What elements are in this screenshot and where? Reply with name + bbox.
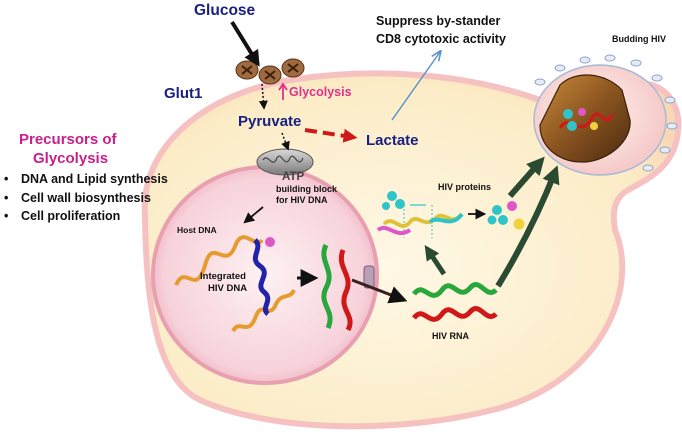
integrated-hiv-dna <box>252 238 271 316</box>
mitochondrion <box>256 148 314 176</box>
precursors-list-item: Cell wall biosynthesis <box>4 191 171 207</box>
suppress-label-line1: Suppress by-stander <box>376 14 500 28</box>
glucose-label: Glucose <box>194 2 256 19</box>
lactate-to-suppress-arrow <box>391 52 440 121</box>
glycolysis-up-arrow-head <box>278 82 288 91</box>
host-dna-marker <box>265 237 275 247</box>
hiv-rna-label: HIV RNA <box>432 331 470 341</box>
pyruvate-to-mito-arrow <box>281 132 290 151</box>
atp-to-hiv-dna-arrow <box>243 206 264 224</box>
budding-hiv-label: Budding HIV <box>612 34 666 44</box>
lactate-label: Lactate <box>366 132 419 149</box>
budding-virion <box>533 54 678 176</box>
rna-to-virion-arrow <box>495 165 560 288</box>
nuclear-rna-green <box>321 243 333 330</box>
pyruvate-label: Pyruvate <box>238 113 301 130</box>
precursors-title-line2: Glycolysis <box>33 150 109 167</box>
glucose-arrow <box>230 20 260 67</box>
glycolysis-label: Glycolysis <box>289 85 352 99</box>
pyruvate-to-lactate-arrow <box>304 128 358 143</box>
host-dna-strand-upper <box>174 235 264 286</box>
hiv-rna-green <box>411 282 498 298</box>
hiv-protein-chains <box>376 191 464 238</box>
rna-to-proteins-arrow <box>424 245 447 276</box>
rna-export-arrow <box>351 278 408 304</box>
precursors-title-line1: Precursors of <box>19 131 117 148</box>
precursors-list-item: Cell proliferation <box>4 209 171 225</box>
hiv-proteins-label: HIV proteins <box>438 182 491 192</box>
atp-label: ATP <box>282 171 304 183</box>
suppress-label-line2: CD8 cytotoxic activity <box>376 32 506 46</box>
free-hiv-proteins <box>487 201 525 230</box>
nuclear-rna-red <box>338 249 353 332</box>
precursors-list: DNA and Lipid synthesis Cell wall biosyn… <box>4 172 171 228</box>
glut1-label: Glut1 <box>164 85 202 102</box>
host-dna-label: Host DNA <box>177 225 217 235</box>
building-block-label-line1: building block <box>276 184 338 194</box>
integrated-hiv-dna-label-line1: Integrated <box>200 271 246 282</box>
proteins-to-virion-arrow <box>507 156 545 198</box>
hiv-rna-red <box>411 306 498 322</box>
integrated-hiv-dna-label-line2: HIV DNA <box>208 283 247 294</box>
glut-to-pyruvate-arrow <box>258 83 268 110</box>
precursors-list-item: DNA and Lipid synthesis <box>4 172 171 188</box>
building-block-label-line2: for HIV DNA <box>276 195 328 205</box>
